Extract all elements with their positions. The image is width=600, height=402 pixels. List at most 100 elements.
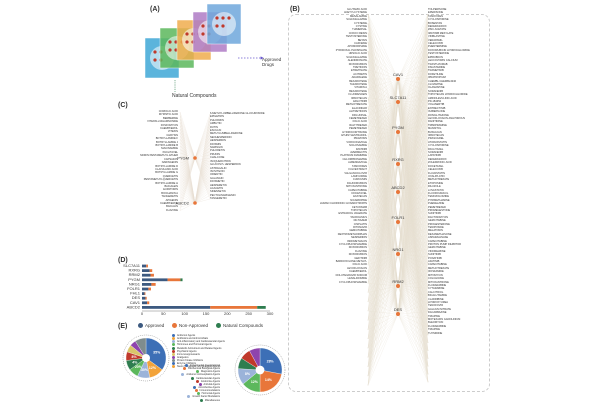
bar	[142, 265, 146, 268]
bar	[168, 278, 181, 281]
venn-dot	[221, 16, 224, 19]
drug-label: THYMIDINE	[428, 332, 498, 335]
bar	[145, 297, 146, 300]
panel-a-diagram	[135, 0, 295, 100]
bar	[142, 288, 148, 291]
legend-entry: Miscellaneous	[170, 399, 220, 402]
venn-dot	[185, 32, 188, 35]
slice-label: 8%	[245, 372, 251, 376]
tick-label: 250	[245, 311, 252, 316]
gene-node-rxrg	[396, 162, 400, 166]
category-label: ABCD2	[127, 304, 141, 309]
gene-node-folr1	[396, 220, 400, 224]
venn-circle	[212, 12, 236, 36]
legend-swatch	[200, 399, 203, 402]
gene-label: RXRG	[392, 157, 404, 162]
bar	[142, 274, 151, 277]
bar	[142, 269, 150, 272]
legend-swatch	[181, 373, 184, 376]
panel-e-label: (E)	[118, 323, 127, 330]
venn-dot	[185, 40, 188, 43]
slice-label: 12%	[149, 366, 157, 370]
compound-label: TANGERETIN	[210, 197, 285, 200]
venn-dot	[201, 32, 204, 35]
tick-label: 200	[224, 311, 231, 316]
slice-label: 20%	[135, 365, 143, 369]
bar	[210, 306, 257, 309]
gene-label: NRG1	[392, 247, 404, 252]
gene-node-abcd2	[396, 190, 400, 194]
slice-label: 12%	[251, 380, 259, 384]
gene-node-pygm	[193, 156, 197, 160]
venn-dot	[153, 58, 156, 61]
legend-text: Miscellaneous	[205, 399, 220, 402]
bar	[257, 306, 266, 309]
tick-label: 100	[181, 311, 188, 316]
bar	[147, 301, 149, 304]
gene-label: ABCD2	[391, 185, 405, 190]
venn-dot	[153, 50, 156, 53]
legend-swatch	[172, 343, 175, 346]
natural-compounds-label: Natural Compounds	[172, 93, 216, 99]
gene-node-pygm	[396, 130, 400, 134]
bar	[151, 283, 155, 286]
venn-dot	[168, 48, 171, 51]
venn-dot	[201, 24, 204, 27]
edge	[180, 166, 195, 203]
approved-drugs-label: Approved Drugs	[262, 57, 281, 67]
bar	[142, 306, 210, 309]
legend-approved: Approved	[138, 323, 164, 328]
gene-node-slc7a11	[396, 100, 400, 104]
bar	[142, 297, 145, 300]
legend-swatch	[183, 367, 186, 370]
slice-label: 30%	[141, 368, 149, 372]
tick-label: 50	[161, 311, 166, 316]
gene-label: DES	[394, 307, 403, 312]
venn-dot	[215, 24, 218, 27]
venn-dot	[227, 16, 230, 19]
gene-node-cav1	[396, 77, 400, 81]
edge	[195, 117, 210, 158]
gene-label: CAV1	[393, 72, 404, 77]
tick-label: 300	[267, 311, 274, 316]
slice-label: 8%	[132, 355, 138, 359]
bar	[146, 265, 148, 268]
legend-natural: Natural Compounds	[216, 323, 263, 328]
panel-d-bar-chart: SLC7A11RXRGRRM2PYGMNRG1FOLR1FHL1DESCAV1A…	[120, 262, 285, 322]
venn-dot	[221, 24, 224, 27]
drug-label: CYCLOPHOSPHAMIDE	[295, 281, 367, 284]
gene-label: PYGM	[392, 125, 404, 130]
bar	[151, 274, 154, 277]
venn-dot	[168, 40, 171, 43]
gene-node-nrg1	[396, 252, 400, 256]
legend-non-approved: Non-Approved	[172, 323, 208, 328]
gene-label: PYGM	[177, 155, 189, 160]
slice-label: 4%	[132, 360, 138, 364]
gene-label: RRM2	[392, 279, 404, 284]
gene-label: SLC7A11	[390, 95, 408, 100]
bar	[180, 278, 182, 281]
bar	[142, 301, 147, 304]
gene-label: FOLR1	[392, 215, 406, 220]
venn-dot	[215, 16, 218, 19]
tick-label: 0	[141, 311, 144, 316]
edge	[180, 126, 195, 158]
slice-label: 35%	[153, 351, 161, 355]
legend-swatch	[187, 395, 190, 398]
compound-label: FLAVONE	[120, 209, 178, 212]
bar	[142, 278, 168, 281]
tick-label: 150	[203, 311, 210, 316]
legend-swatch	[191, 377, 194, 380]
pie-hole	[142, 354, 150, 362]
bar	[145, 292, 146, 295]
bar	[148, 288, 151, 291]
pie-hole	[256, 366, 265, 375]
gene-node-des	[396, 312, 400, 316]
bar	[142, 283, 151, 286]
slice-label: 14%	[265, 378, 273, 382]
